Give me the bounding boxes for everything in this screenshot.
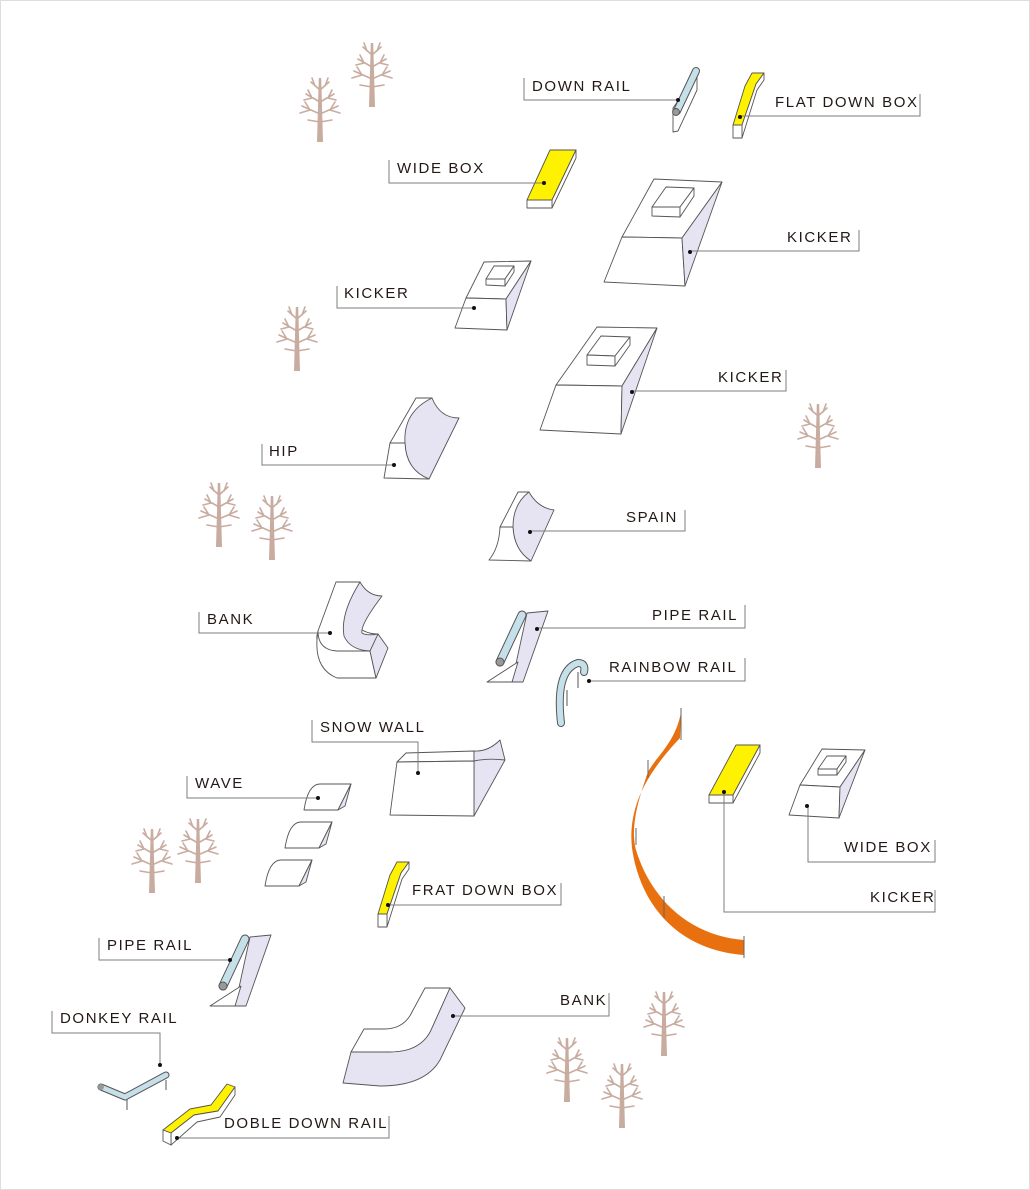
label-hip: HIP bbox=[269, 443, 299, 460]
label-flat-down-box: FLAT DOWN BOX bbox=[775, 94, 919, 111]
callout-wave: WAVE bbox=[186, 775, 320, 800]
callout-pipe-rail: PIPE RAIL bbox=[535, 605, 746, 631]
snow-wall-feature bbox=[389, 739, 506, 817]
course-line bbox=[631, 708, 745, 958]
callout-kicker: KICKER bbox=[630, 369, 787, 394]
label-kicker: KICKER bbox=[787, 229, 852, 246]
pipe-rail-feature bbox=[209, 934, 272, 1007]
frat-down-box-feature bbox=[377, 861, 410, 928]
callout-wide-box: WIDE BOX bbox=[388, 160, 546, 185]
kicker-feature bbox=[454, 260, 532, 331]
tree-icon bbox=[546, 1037, 588, 1103]
wide-box-feature bbox=[526, 149, 577, 209]
flat-down-box-feature bbox=[732, 72, 765, 139]
callout-hip: HIP bbox=[261, 443, 396, 467]
label-kicker: KICKER bbox=[344, 285, 409, 302]
callout-wide-box: WIDE BOX bbox=[805, 804, 936, 863]
spain-feature bbox=[488, 491, 555, 562]
hip-feature bbox=[383, 397, 460, 480]
tree-icon bbox=[643, 991, 685, 1057]
kicker-feature bbox=[603, 178, 723, 287]
label-kicker: KICKER bbox=[718, 369, 783, 386]
label-down-rail: DOWN RAIL bbox=[532, 78, 631, 95]
label-bank: BANK bbox=[560, 992, 607, 1009]
down-rail-feature bbox=[672, 67, 700, 133]
tree-icon bbox=[601, 1063, 643, 1129]
label-pipe-rail: PIPE RAIL bbox=[107, 937, 193, 954]
label-wide-box: WIDE BOX bbox=[844, 839, 932, 856]
label-frat-down-box: FRAT DOWN BOX bbox=[412, 882, 558, 899]
tree-icon bbox=[276, 306, 318, 372]
tree-icon bbox=[198, 482, 240, 548]
label-kicker: KICKER bbox=[870, 889, 935, 906]
callout-flat-down-box: FLAT DOWN BOX bbox=[738, 94, 921, 119]
tree-icon bbox=[351, 42, 393, 108]
callout-donkey-rail: DONKEY RAIL bbox=[51, 1010, 178, 1067]
label-pipe-rail: PIPE RAIL bbox=[652, 607, 738, 624]
label-donkey-rail: DONKEY RAIL bbox=[60, 1010, 178, 1027]
tree-icon bbox=[299, 77, 341, 143]
label-snow-wall: SNOW WALL bbox=[320, 719, 426, 736]
callout-bank: BANK bbox=[198, 611, 332, 635]
wave-feature bbox=[264, 783, 352, 887]
bank-feature bbox=[316, 581, 389, 679]
bank-feature bbox=[342, 987, 466, 1087]
tree-icons bbox=[131, 42, 839, 1129]
callout-bank: BANK bbox=[451, 992, 610, 1018]
label-doble-down-rail: DOBLE DOWN RAIL bbox=[224, 1115, 388, 1132]
tree-icon bbox=[797, 403, 839, 469]
tree-icon bbox=[251, 495, 293, 561]
label-bank: BANK bbox=[207, 611, 254, 628]
callout-rainbow-rail: RAINBOW RAIL bbox=[587, 658, 746, 683]
kicker-feature bbox=[788, 748, 866, 819]
rainbow-rail-feature bbox=[555, 658, 589, 727]
pipe-rail-feature bbox=[486, 610, 549, 683]
label-rainbow-rail: RAINBOW RAIL bbox=[609, 659, 737, 676]
callout-doble-down-rail: DOBLE DOWN RAIL bbox=[175, 1115, 390, 1140]
label-wide-box: WIDE BOX bbox=[397, 160, 485, 177]
callout-kicker: KICKER bbox=[688, 229, 860, 254]
label-spain: SPAIN bbox=[626, 509, 678, 526]
callout-pipe-rail: PIPE RAIL bbox=[98, 937, 232, 962]
doble-down-rail-feature bbox=[162, 1083, 236, 1146]
donkey-rail-feature bbox=[97, 1071, 170, 1110]
callout-spain: SPAIN bbox=[528, 509, 686, 534]
callout-kicker: KICKER bbox=[722, 790, 936, 913]
tree-icon bbox=[131, 828, 173, 894]
wide-box-feature bbox=[708, 744, 761, 804]
label-wave: WAVE bbox=[195, 775, 244, 792]
callout-snow-wall: SNOW WALL bbox=[311, 719, 426, 775]
callout-kicker: KICKER bbox=[336, 285, 476, 310]
kicker-feature bbox=[539, 326, 658, 435]
callout-frat-down-box: FRAT DOWN BOX bbox=[386, 882, 562, 907]
tree-icon bbox=[177, 818, 219, 884]
callout-down-rail: DOWN RAIL bbox=[523, 78, 680, 102]
